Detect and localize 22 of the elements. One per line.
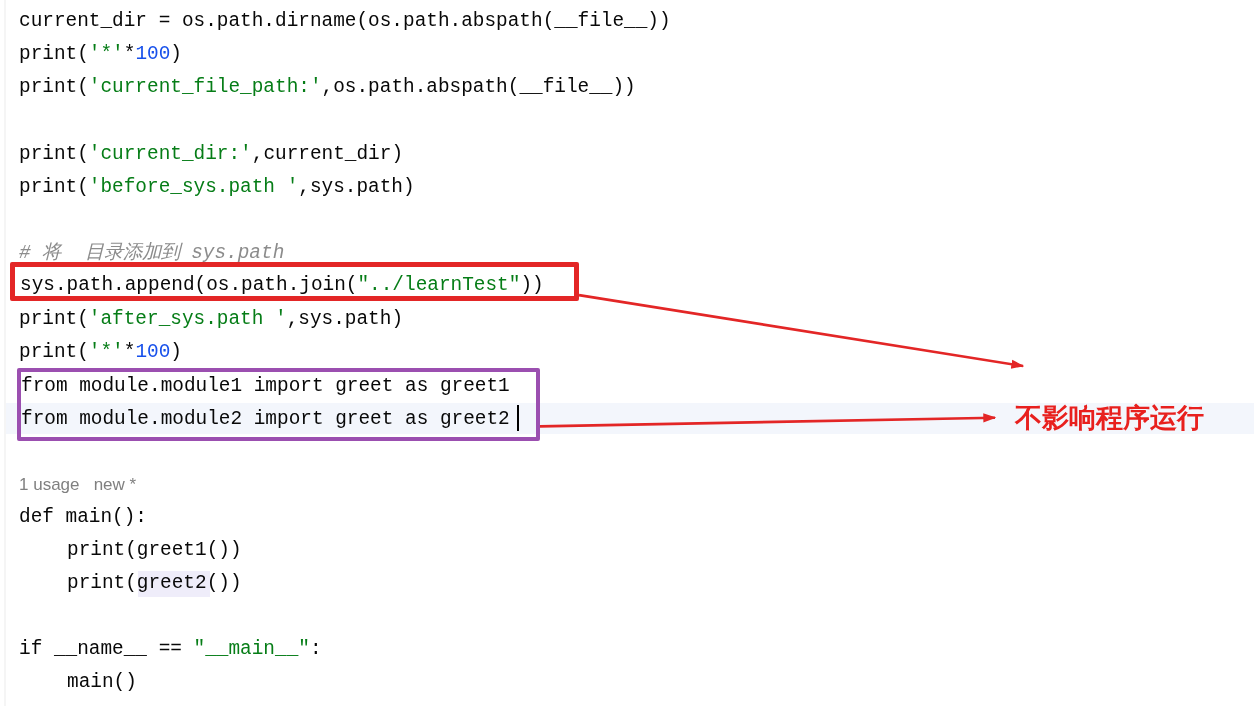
code-line: print('*'*100)	[19, 340, 182, 364]
code-line: print('current_dir:',current_dir)	[19, 142, 404, 166]
code-line: from module.module1 import greet as greet1	[21, 374, 510, 398]
code-line: def main():	[19, 505, 147, 529]
code-line: if __name__ == "__main__":	[19, 637, 322, 661]
usage-hint: 1 usage new *	[19, 474, 137, 496]
code-line: print('before_sys.path ',sys.path)	[19, 175, 415, 199]
code-line: print(greet1())	[67, 538, 242, 562]
code-line: sys.path.append(os.path.join("../learnTest"))	[20, 273, 544, 297]
code-line: print('current_file_path:',os.path.abspath(__file__))	[19, 75, 636, 99]
code-line: main()	[67, 670, 137, 694]
highlight-box	[10, 262, 579, 301]
annotation-text: 不影响程序运行	[1015, 401, 1204, 435]
arrow	[578, 293, 1025, 369]
code-line: print('after_sys.path ',sys.path)	[19, 307, 404, 331]
code-line: print('*'*100)	[19, 42, 182, 66]
code-line: from module.module2 import greet as greet2	[21, 407, 510, 431]
code-comment: # 将 目录添加到 sys.path	[19, 241, 285, 265]
code-line: current_dir = os.path.dirname(os.path.abspath(__file__))	[19, 9, 671, 33]
code-line: print(greet2())	[67, 571, 242, 595]
highlight-box	[17, 368, 540, 441]
arrow	[539, 413, 997, 428]
